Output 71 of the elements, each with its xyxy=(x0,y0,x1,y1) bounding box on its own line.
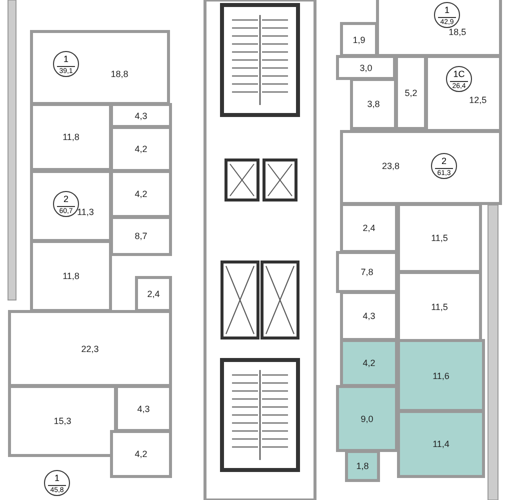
room-outline xyxy=(110,170,172,218)
room-area: 7,8 xyxy=(360,267,374,277)
room-outline xyxy=(30,30,170,105)
room-area: 11,8 xyxy=(62,132,80,142)
apartment-type: 2 xyxy=(62,194,70,204)
room-area: 2,4 xyxy=(147,289,160,299)
room-outline xyxy=(110,126,172,172)
room-area: 11,5 xyxy=(431,302,448,312)
apartment-badge xyxy=(53,191,79,217)
room-area: 23,8 xyxy=(382,160,400,171)
room-outline xyxy=(397,410,485,478)
room-outline xyxy=(397,203,482,273)
apartment-type: 1 xyxy=(443,5,450,15)
room-area: 11,4 xyxy=(432,439,450,449)
room-area: 11,5 xyxy=(431,233,448,243)
room-area: 18,8 xyxy=(110,68,128,79)
room-area: 22,3 xyxy=(81,344,99,354)
room-area: 11,6 xyxy=(432,370,450,380)
room-outline xyxy=(397,271,482,342)
room-outline xyxy=(8,385,117,457)
apartment-badge xyxy=(446,66,472,92)
room-area: 1,8 xyxy=(356,461,369,471)
room-outline xyxy=(350,78,397,130)
room-outline xyxy=(340,203,398,253)
room-area: 3,8 xyxy=(367,99,380,109)
apartment-badge xyxy=(434,2,460,28)
apartment-type: 1С xyxy=(452,69,466,79)
room-outline xyxy=(336,385,398,452)
room-outline xyxy=(135,276,172,312)
room-outline xyxy=(425,55,502,132)
apartment-badge xyxy=(44,470,70,496)
room-outline xyxy=(336,55,396,80)
apartment-type: 2 xyxy=(440,156,448,166)
room-outline xyxy=(395,55,427,130)
room-outline xyxy=(30,240,112,312)
apartment-type: 1 xyxy=(53,473,60,483)
room-outline xyxy=(345,450,380,482)
room-outline xyxy=(397,339,485,412)
room-outline xyxy=(30,170,112,242)
room-area: 11,3 xyxy=(77,207,94,218)
room-area: 4,2 xyxy=(134,189,148,199)
room-outline xyxy=(115,385,172,432)
room-area: 9,0 xyxy=(360,414,374,424)
room-area: 11,8 xyxy=(62,271,80,281)
room-area: 4,3 xyxy=(134,110,148,120)
room-outline xyxy=(376,0,502,57)
room-area: 15,3 xyxy=(54,416,72,426)
room-outline xyxy=(30,103,112,171)
room-area: 4,2 xyxy=(362,358,376,368)
apartment-badge xyxy=(431,153,457,179)
room-area: 5,2 xyxy=(404,88,418,98)
room-outline xyxy=(110,216,172,256)
room-outline xyxy=(340,22,378,57)
room-outline xyxy=(340,130,502,205)
room-area: 3,0 xyxy=(360,62,372,72)
room-outline xyxy=(340,339,398,387)
room-outline xyxy=(8,310,172,387)
apartment-badge xyxy=(53,51,79,77)
room-outline xyxy=(110,430,172,478)
room-outline xyxy=(336,251,398,293)
room-area: 4,3 xyxy=(137,404,150,414)
room-outline xyxy=(340,291,398,341)
room-area: 8,7 xyxy=(134,231,148,241)
apartment-type: 1 xyxy=(62,54,70,64)
room-area: 18,5 xyxy=(448,27,466,38)
room-area: 1,9 xyxy=(352,34,366,44)
room-area: 2,4 xyxy=(362,223,376,233)
room-area: 4,2 xyxy=(134,449,148,459)
room-area: 4,3 xyxy=(362,311,376,321)
room-area: 12,5 xyxy=(469,94,487,105)
room-area: 4,2 xyxy=(134,144,148,154)
